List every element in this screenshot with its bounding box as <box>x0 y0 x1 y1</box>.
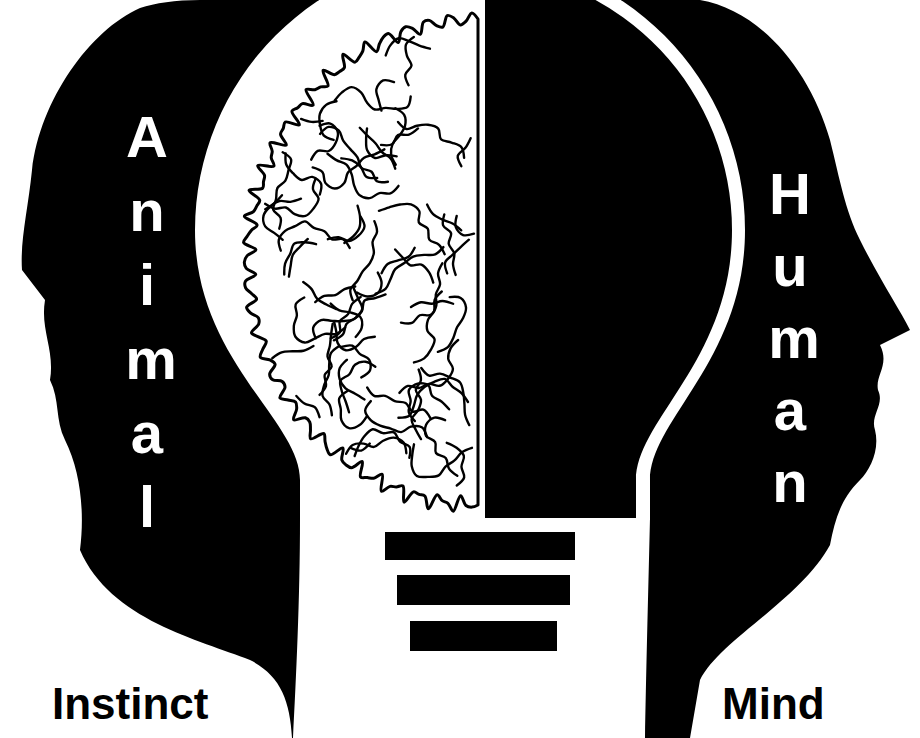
brain-fold <box>438 297 466 352</box>
brain-fold <box>341 158 377 178</box>
brain-fold <box>357 273 382 297</box>
brain-fold <box>346 438 406 454</box>
brain-fold <box>425 418 457 476</box>
brain-fold <box>344 206 360 243</box>
brain-fold <box>279 221 350 250</box>
brain-fold <box>313 294 385 338</box>
brain-fold <box>334 289 362 341</box>
bulb-under-gap <box>293 518 650 738</box>
brain-fold <box>395 249 433 282</box>
brain-fold <box>335 87 411 110</box>
brain-fold <box>265 179 318 217</box>
brain-fold <box>376 80 394 110</box>
bulb-base-bar <box>385 532 575 560</box>
caption-word: Mind <box>722 678 825 730</box>
brain-fold <box>285 154 321 195</box>
brain-fold <box>376 247 444 294</box>
brain-fold <box>458 138 471 166</box>
brain-fold <box>398 122 464 158</box>
brain-fold <box>443 214 456 274</box>
brain-fold <box>272 346 313 358</box>
brain-fold <box>401 263 442 323</box>
brain-fold <box>320 127 388 182</box>
brain-drawing <box>244 13 478 511</box>
brain-fold <box>379 204 445 254</box>
bulb-base-bar <box>397 575 570 605</box>
brain-fold <box>301 119 323 122</box>
brain-fold <box>273 152 291 229</box>
brain-fold <box>328 154 399 199</box>
caption-word: Instinct <box>52 678 208 730</box>
vertical-word: Human <box>768 158 812 518</box>
brain-fold <box>398 379 468 418</box>
brain-fold <box>386 38 430 55</box>
brain-fold <box>365 401 427 437</box>
light-bulb <box>195 0 745 520</box>
brain-fold <box>455 216 474 235</box>
brain-fold <box>411 301 453 307</box>
brain-fold <box>315 286 355 302</box>
brain-fold <box>405 37 414 85</box>
bulb-base-bar <box>410 621 557 651</box>
brain-outline <box>244 13 478 511</box>
brain-fold <box>360 128 395 169</box>
brain-fold <box>412 370 421 440</box>
vertical-word: Animal <box>125 100 169 544</box>
bulb-dark-half <box>485 0 732 518</box>
brain-fold <box>421 368 469 425</box>
brain-fold <box>294 298 345 343</box>
brain-fold <box>391 108 406 164</box>
brain-fold <box>447 443 465 486</box>
brain-fold <box>296 396 319 417</box>
brain-fold <box>414 292 442 363</box>
brain-fold <box>289 239 308 277</box>
brain-fold <box>340 362 375 413</box>
